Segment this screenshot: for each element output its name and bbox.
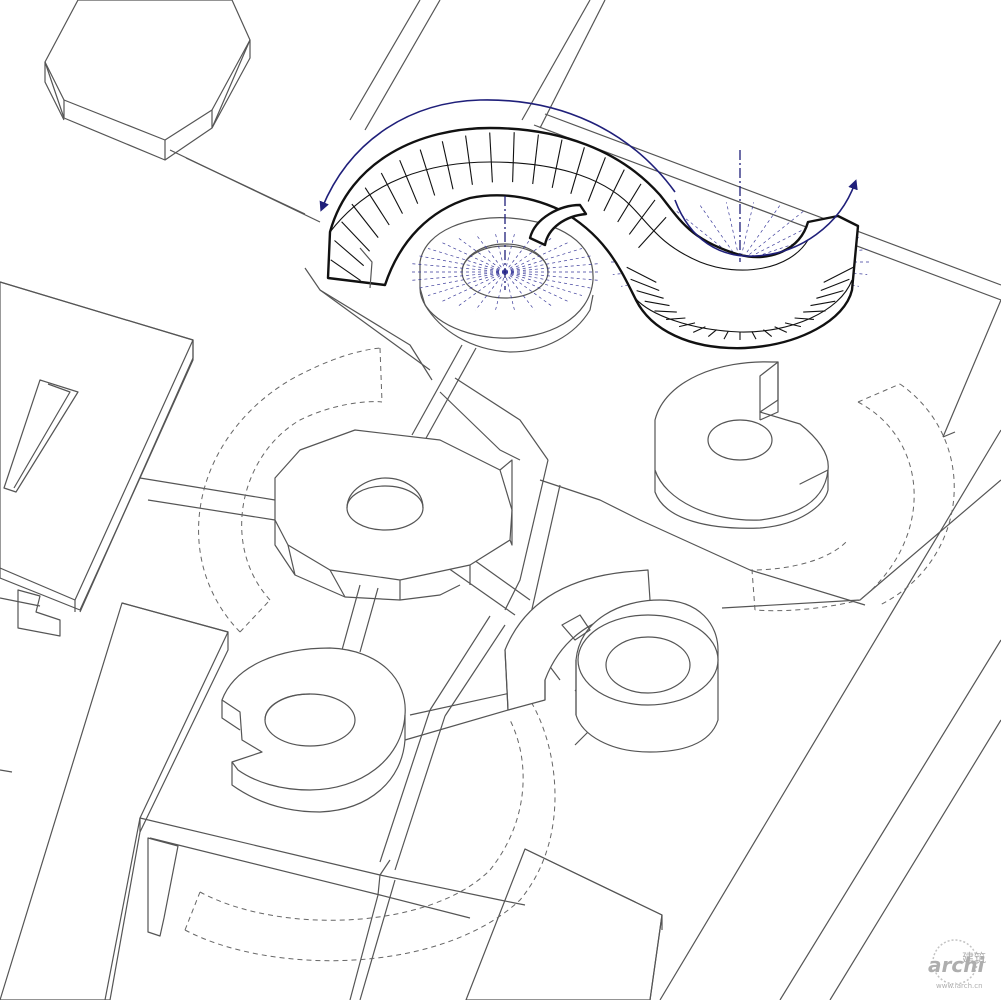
serpentine-pavilion [326, 126, 870, 350]
wall-segment-line [334, 240, 365, 267]
building-west [0, 281, 194, 613]
ring-pavilion-center [274, 429, 513, 601]
wall-segment-line [465, 135, 473, 185]
wall-segment-line [441, 141, 454, 190]
wall-segment-line [512, 132, 515, 183]
wall-segment-line [419, 149, 436, 196]
wall-segment-line [364, 187, 390, 226]
wall-segment-line [628, 199, 656, 235]
ring-pavilion-north [419, 217, 594, 353]
rotation-ray [494, 232, 506, 273]
rotation-ray [475, 233, 506, 273]
wall-segment-line [654, 310, 677, 313]
wall-segment-line [678, 322, 696, 328]
site-buildings [0, 0, 663, 1000]
rotation-axes [504, 150, 741, 290]
rotation-ray [739, 202, 754, 263]
rotation-ray [475, 271, 506, 311]
wall-segment-line [803, 310, 826, 313]
watermark-url: www.iarch.cn [936, 982, 983, 990]
rotation-ray [457, 237, 506, 273]
wall-segment-line [351, 203, 379, 238]
wall-segment-line [638, 216, 667, 249]
wall-segment-line [692, 326, 706, 333]
rotation-ray [726, 202, 741, 263]
wall-segment-line [551, 139, 563, 189]
ring-pavilion-east [654, 361, 829, 529]
wall-segment-line [723, 331, 729, 340]
building-northwest [44, 0, 251, 161]
wall-segment-line [794, 317, 814, 320]
wall-segment-line [399, 159, 419, 204]
wall-segment-line [489, 132, 493, 183]
ring-pavilion-south [561, 599, 719, 753]
wall-segment-line [774, 326, 788, 333]
wall-segment-line [823, 266, 854, 283]
rotation-ray [504, 232, 516, 273]
rotation-ray [494, 271, 506, 312]
building-southwest [0, 602, 229, 1000]
ring-pavilion-southwest [221, 647, 406, 813]
rotation-ray [504, 271, 553, 307]
wall-segment-line [626, 266, 657, 283]
rotation-ray [739, 209, 806, 263]
wall-segment-line [603, 169, 625, 212]
wall-segment-line [666, 317, 686, 320]
wall-segment-line [341, 221, 370, 252]
wall-segment-line [617, 183, 642, 223]
rotation-ray [504, 248, 583, 273]
rotation-ray [418, 271, 506, 289]
rotation-ray [457, 271, 506, 307]
rotation-ray [418, 255, 506, 273]
rotation-ray [504, 271, 592, 289]
rotation-ray [427, 248, 506, 273]
wall-segment-line [820, 278, 850, 292]
wall-segment-line [380, 172, 403, 214]
wall-segment-line [532, 134, 539, 185]
wall-segment-line [330, 259, 361, 282]
wall-segment-line [630, 278, 660, 292]
wall-segment-line [763, 329, 773, 338]
wall-segment-line [784, 322, 802, 328]
wall-segments [330, 132, 854, 340]
watermark-logo: archi 建筑 www.iarch.cn [928, 939, 986, 990]
building-south [465, 848, 663, 1000]
wall-segment-line [636, 290, 664, 299]
rotation-ray [504, 271, 535, 311]
wall-segment-line [707, 329, 717, 338]
rotation-ray [504, 255, 592, 273]
wall-segment-line [587, 157, 606, 202]
dashed-arc-boundaries [184, 347, 955, 962]
rotation-ray [739, 217, 828, 263]
rotation-ray [504, 233, 535, 273]
wall-segment-line [810, 300, 836, 307]
wall-segment-line [644, 300, 670, 307]
wall-segment-line [570, 147, 585, 194]
wall-segment-line [751, 331, 757, 340]
rotation-ray [504, 271, 516, 312]
wall-segment-line [816, 290, 844, 299]
rotation-ray [427, 271, 506, 296]
watermark-logo-text: archi [928, 953, 985, 977]
rotation-ray [504, 271, 583, 296]
rotation-arrows [319, 99, 858, 257]
watermark-cn-text: 建筑 [962, 950, 986, 965]
